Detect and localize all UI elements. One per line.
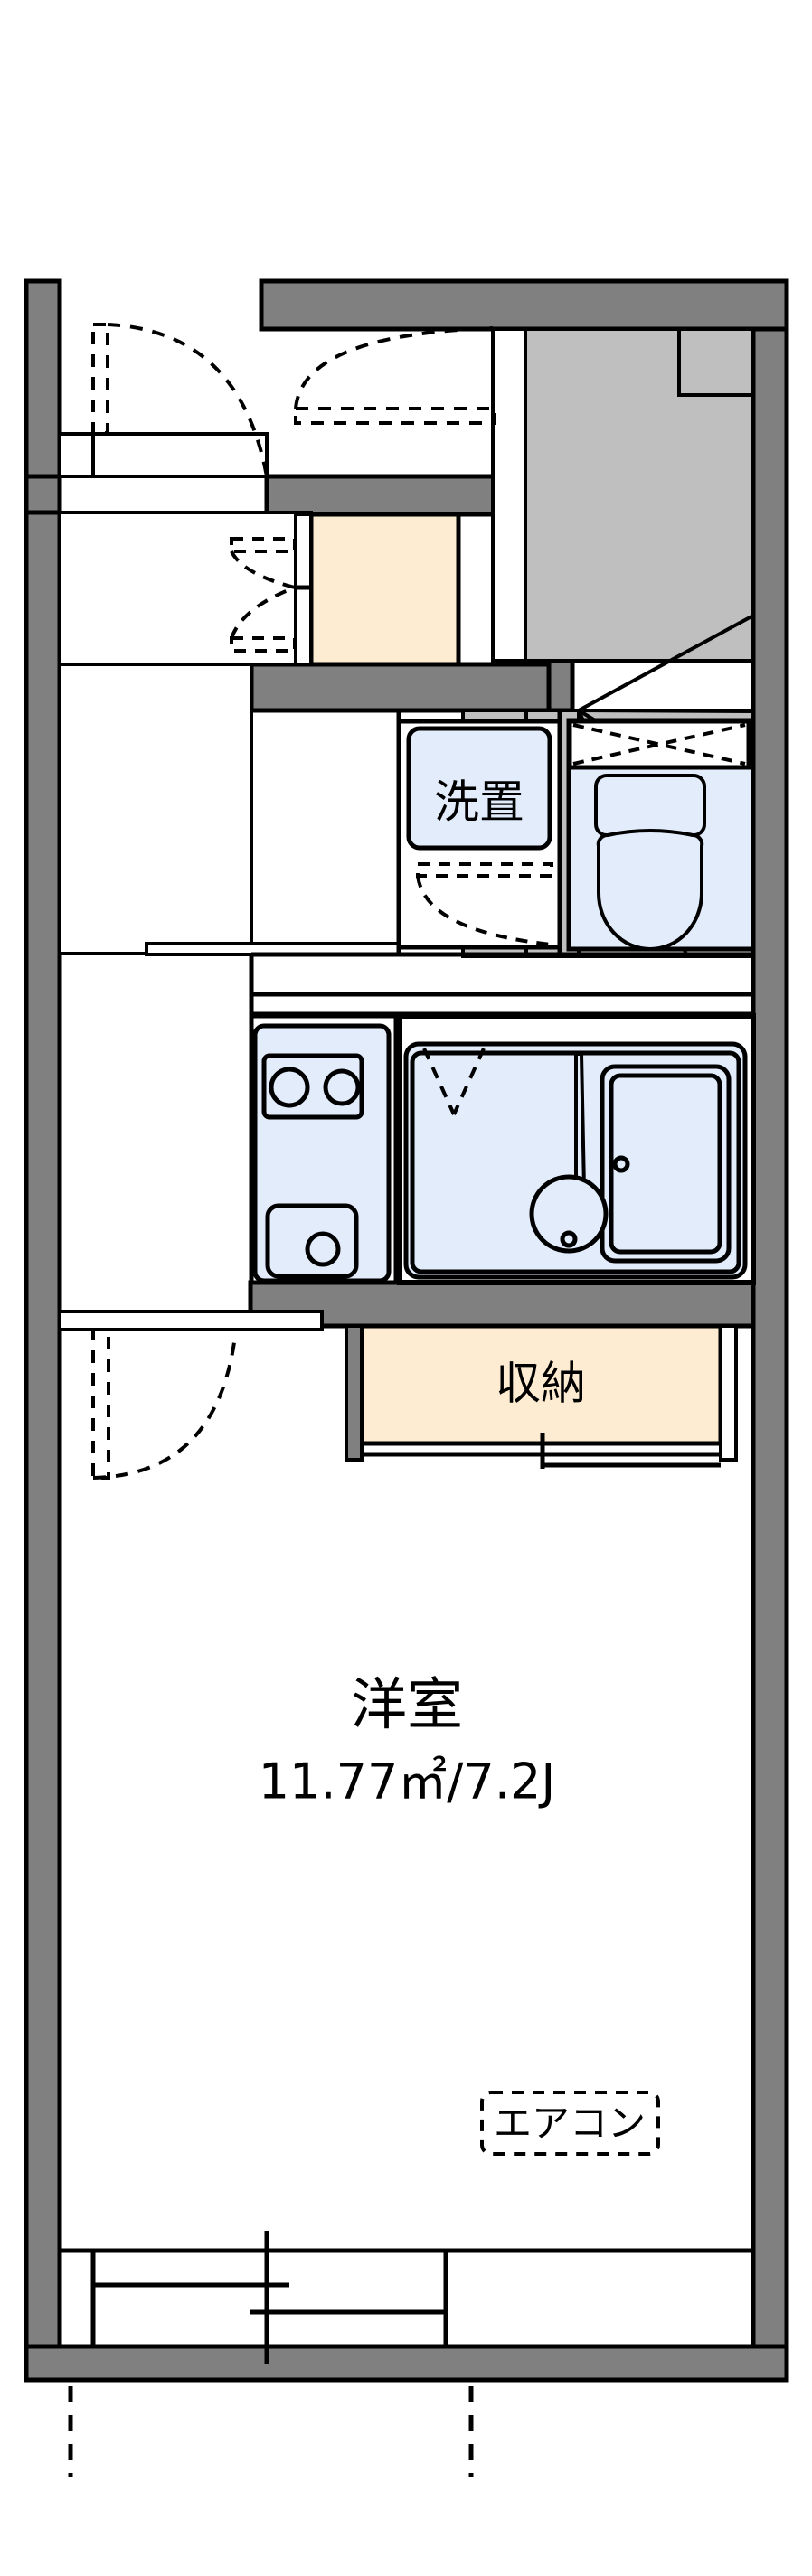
washer-machine — [406, 726, 552, 851]
balcony-edge-lines — [68, 2386, 474, 2477]
corridor-floor — [58, 663, 253, 955]
room-door-threshold — [58, 1310, 324, 1331]
shoe-cabinet — [308, 512, 461, 667]
wall-top-right — [259, 278, 789, 332]
wall-above-closet — [248, 1280, 756, 1329]
aircon-box — [480, 2091, 660, 2156]
sink-drain — [305, 1231, 341, 1267]
entrance-hall — [58, 511, 313, 666]
storage-closet: 収納 — [345, 1323, 738, 1469]
kitchen — [249, 1013, 399, 1285]
left-openings — [58, 432, 95, 478]
wall-bottom-outer — [24, 2344, 789, 2383]
bathtub-drain — [612, 1155, 630, 1173]
washer-label: 洗置 — [434, 776, 524, 829]
door-swing-right — [294, 326, 496, 425]
main-room: 洋室 11.77㎡/7.2J — [259, 1671, 556, 1810]
aircon-marker: エアコン — [480, 2091, 660, 2156]
bathtub-inner — [609, 1073, 722, 1255]
left-door-opening — [58, 432, 95, 478]
main-room-area: 11.77㎡/7.2J — [259, 1753, 556, 1810]
closet-label: 収納 — [496, 1358, 586, 1410]
wall-right-outer — [751, 278, 789, 2383]
bath-threshold — [249, 992, 756, 1017]
wall-left-outer — [24, 278, 62, 2383]
toilet-room — [566, 718, 756, 952]
washroom-door-swing — [416, 862, 553, 946]
closet-left-post — [345, 1324, 364, 1462]
main-room-label: 洋室 — [351, 1671, 463, 1737]
interior-outlines — [57, 710, 756, 2346]
stair-top-nook — [677, 327, 755, 397]
washbasin-drain — [560, 1230, 578, 1248]
closet-right-post — [719, 1324, 738, 1462]
toilet-bowl — [596, 829, 704, 951]
unit-bath — [249, 992, 756, 1285]
room-door-swing — [91, 1328, 237, 1480]
toilet-door-panel — [567, 719, 751, 770]
aircon-label: エアコン — [494, 2101, 646, 2146]
toilet-door-x — [572, 723, 746, 766]
closet-body — [359, 1323, 723, 1446]
burner-right — [323, 1068, 361, 1106]
washbasin-bowl — [529, 1174, 609, 1254]
washer-space: 洗置 — [396, 719, 562, 950]
toilet-tank — [594, 774, 706, 837]
entry-door-swing — [230, 537, 297, 653]
main-room-door — [58, 1310, 324, 1480]
balcony-window — [68, 2231, 474, 2477]
closet-sliding-doors — [362, 1433, 721, 1469]
wall-left-jog — [24, 474, 62, 515]
burner-left — [269, 1067, 310, 1108]
window-sashes — [93, 2231, 446, 2364]
stair-side-gap — [491, 327, 527, 663]
top-door-swings — [91, 323, 496, 477]
window-frame — [90, 2248, 448, 2349]
door-swing-left — [91, 323, 269, 477]
wall-hall-divider — [249, 662, 572, 713]
